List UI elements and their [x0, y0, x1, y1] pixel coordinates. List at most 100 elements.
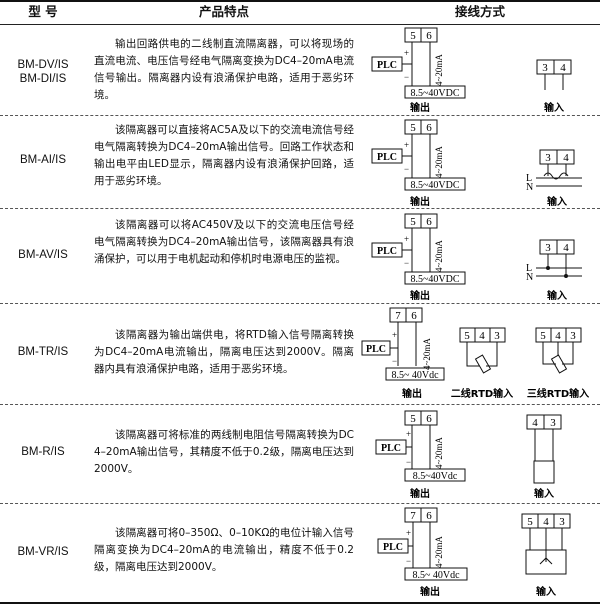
model-name: BM-R/IS — [21, 446, 65, 458]
terminal-label: 5 — [410, 216, 416, 228]
plus-sign: + — [392, 330, 397, 340]
row-divider — [0, 208, 600, 209]
row-divider — [0, 404, 600, 405]
model-cell: BM-AV/IS — [0, 248, 86, 262]
plus-sign: + — [404, 234, 409, 244]
terminal-label: 4 — [563, 152, 569, 164]
terminal-label: 6 — [426, 413, 432, 425]
terminal-label: 5 — [540, 330, 546, 342]
input-label: 输入 — [534, 487, 554, 500]
model-name: BM-VR/IS — [17, 546, 69, 558]
input-label: 输入 — [547, 195, 567, 208]
rtd-sensor-icon — [474, 354, 492, 374]
terminal-label: 4 — [532, 417, 538, 429]
terminal-label: 4 — [555, 330, 561, 342]
terminal-label: 4 — [563, 242, 569, 254]
supply-label: 8.5~40Vdc — [413, 471, 458, 482]
minus-sign: − — [404, 164, 409, 174]
plc-label: PLC — [381, 443, 401, 454]
potentiometer-icon — [525, 549, 567, 575]
neutral-label: N — [526, 272, 533, 283]
terminal-label: 4 — [543, 516, 549, 528]
terminal-label: 3 — [542, 62, 548, 74]
row-divider — [0, 503, 600, 504]
terminal-label: 6 — [426, 30, 432, 42]
line-label: L — [526, 173, 532, 184]
header-features: 产品特点 — [198, 4, 249, 19]
current-label: 4~20mA — [434, 146, 444, 178]
output-label: 输出 — [420, 585, 440, 598]
output-label: 输出 — [402, 387, 422, 400]
minus-sign: − — [406, 457, 411, 467]
plc-label: PLC — [366, 344, 386, 355]
terminal-label: 3 — [545, 242, 551, 254]
terminal-label: 5 — [527, 516, 533, 528]
header-wiring: 接线方式 — [454, 4, 505, 19]
wiring-diagram: 5 6 PLC + − 4~20mA 8.5~40Vdc 输出 4 3 输入 — [360, 409, 600, 503]
input-label: 输入 — [547, 289, 567, 302]
table-bottom-rule — [0, 602, 600, 604]
supply-label: 8.5~40VDC — [410, 88, 459, 99]
current-label: 4~20mA — [434, 240, 444, 272]
input-label: 输入 — [544, 101, 564, 114]
minus-sign: − — [406, 556, 411, 566]
terminal-label: 7 — [395, 310, 401, 322]
feature-text: 该隔离器为输出端供电，将RTD输入信号隔离转换为DC4–20mA电流输出，隔离电… — [94, 329, 354, 375]
plus-sign: + — [406, 528, 411, 538]
table-top-rule — [0, 0, 600, 2]
line-label: L — [526, 263, 532, 274]
terminal-label: 3 — [550, 417, 556, 429]
neutral-label: N — [526, 182, 533, 193]
model-cell: BM-R/IS — [0, 445, 86, 459]
wiring-diagram: 5 6 PLC + − 4~20mA 8.5~40VDC 输出 3 4 L N … — [360, 118, 600, 208]
terminal-label: 6 — [426, 510, 432, 522]
current-label: 4~20mA — [434, 54, 444, 86]
plc-label: PLC — [377, 152, 397, 163]
terminal-label: 7 — [410, 510, 416, 522]
terminal-label: 3 — [570, 330, 576, 342]
header-rule — [0, 24, 600, 25]
current-label: 4~20mA — [434, 536, 444, 568]
output-label: 输出 — [410, 487, 430, 500]
model-name: BM-DI/IS — [19, 73, 67, 85]
plc-label: PLC — [377, 246, 397, 257]
supply-label: 8.5~40VDC — [410, 180, 459, 191]
minus-sign: − — [404, 258, 409, 268]
model-name: BM-TR/IS — [17, 346, 69, 358]
terminal-label: 6 — [426, 122, 432, 134]
terminal-label: 4 — [479, 330, 485, 342]
feature-text: 该隔离器可将0–350Ω、0–10KΩ的电位计输入信号隔离变换为DC4–20mA… — [94, 527, 354, 573]
feature-text: 输出回路供电的二线制直流隔离器，可以将现场的直流电流、电压信号经电气隔离变换为D… — [94, 38, 354, 101]
row-divider — [0, 115, 600, 116]
output-label: 输出 — [410, 101, 430, 114]
terminal-label: 6 — [411, 310, 417, 322]
feature-text: 该隔离器可以将AC450V及以下的交流电压信号经电气隔离转换为DC4–20mA输… — [94, 219, 354, 265]
wiring-diagram: 5 6 PLC + − 4~20mA 8.5~40VDC 输出 3 4 L N — [360, 212, 600, 302]
model-cell: BM-DV/IS BM-DI/IS — [0, 58, 86, 86]
resistor-icon — [533, 460, 555, 484]
terminal-label: 5 — [410, 30, 416, 42]
minus-sign: − — [404, 72, 409, 82]
header-model: 型 号 — [28, 4, 58, 19]
terminal-label: 3 — [545, 152, 551, 164]
row-divider — [0, 303, 600, 304]
plc-label: PLC — [377, 60, 397, 71]
feature-text: 该隔离器可将标准的两线制电阻信号隔离转换为DC4–20mA输出信号，其精度不低于… — [94, 429, 354, 475]
model-cell: BM-VR/IS — [0, 545, 86, 559]
terminal-label: 3 — [494, 330, 500, 342]
supply-label: 8.5~ 40Vdc — [412, 570, 460, 581]
wiring-diagram: 5 6 PLC + − 4~20mA 8.5~40VDC 输出 3 4 输入 — [360, 26, 600, 114]
terminal-label: 3 — [559, 516, 565, 528]
rtd-sensor-icon — [550, 354, 568, 374]
terminal-label: 6 — [426, 216, 432, 228]
rtd-2wire-label: 二线RTD输入 — [451, 387, 513, 400]
supply-label: 8.5~40VDC — [410, 274, 459, 285]
terminal-label: 5 — [464, 330, 470, 342]
plc-label: PLC — [383, 542, 403, 553]
terminal-label: 5 — [410, 413, 416, 425]
model-name: BM-AV/IS — [18, 249, 68, 261]
terminal-label: 4 — [560, 62, 566, 74]
wiring-diagram: 7 6 PLC + − 4~20mA 8.5~ 40Vdc 输出 5 4 3 输… — [360, 506, 600, 602]
output-label: 输出 — [410, 195, 430, 208]
